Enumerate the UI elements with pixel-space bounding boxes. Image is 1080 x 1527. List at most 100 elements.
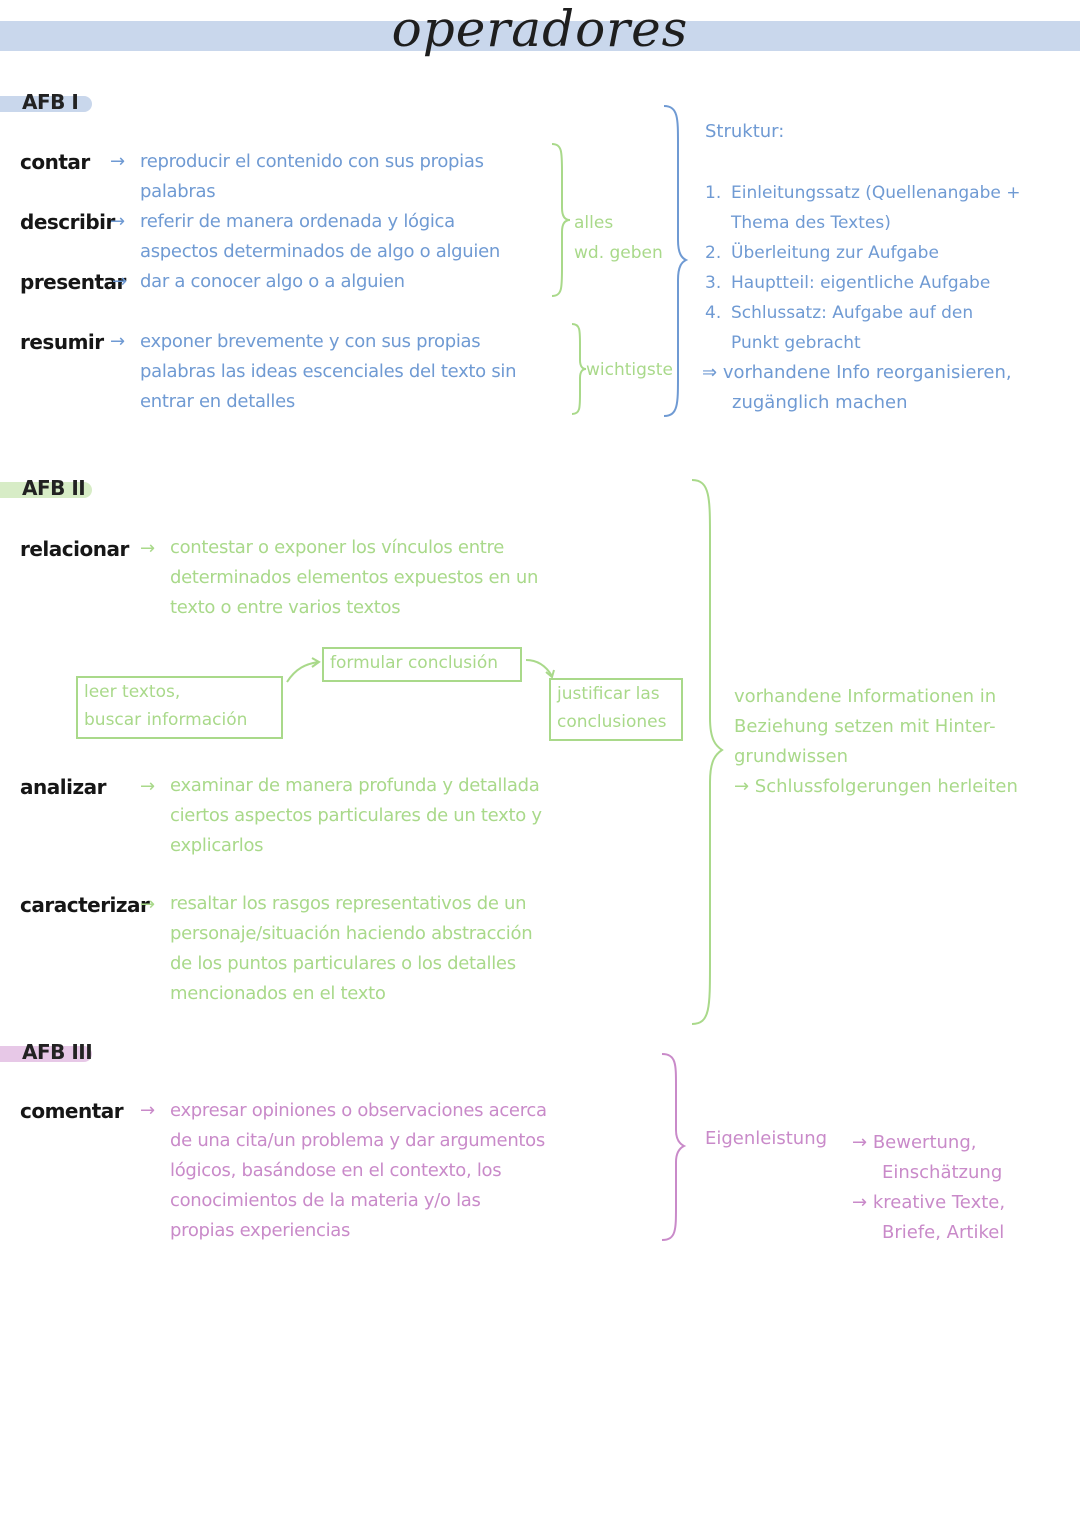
page-title: operadores (391, 0, 689, 58)
afb2-note: vorhandene Informationen in Beziehung se… (734, 682, 1018, 802)
note-line: grundwissen (734, 746, 849, 767)
conclusion-line: ⇒ vorhandene Info reorganisieren, (702, 358, 1012, 388)
brace-green-afb2 (691, 479, 724, 1025)
note-item: → Bewertung, (852, 1128, 1005, 1158)
desc-line: propias experiencias (170, 1220, 351, 1241)
desc-relacionar: contestar o exponer los vínculos entre d… (170, 533, 538, 623)
desc-line: ciertos aspectos particulares de un text… (170, 805, 542, 826)
desc-line: dar a conocer algo o a alguien (140, 271, 405, 292)
arrow-icon: → (852, 1132, 868, 1153)
brace-green-afb1 (551, 143, 571, 297)
term-analizar: analizar (20, 775, 106, 799)
brace-green-resumir (571, 323, 587, 415)
arrow-presentar: → (112, 271, 128, 292)
desc-line: determinados elementos expuestos en un (170, 567, 539, 588)
struktur-item: Punkt gebracht (705, 328, 1021, 358)
term-describir: describir (20, 210, 115, 234)
struktur-item: 4. Schlussatz: Aufgabe auf den (705, 298, 1021, 328)
struktur-num: 4. (705, 303, 722, 323)
note-text: Bewertung, (872, 1132, 977, 1153)
note-text: Briefe, Artikel (882, 1222, 1005, 1243)
desc-caracterizar: resaltar los rasgos representativos de u… (170, 889, 533, 1009)
note-result: → Schlussfolgerungen herleiten (734, 776, 1018, 797)
desc-line: palabras (140, 181, 216, 202)
box-line: buscar información (84, 710, 248, 730)
desc-line: contestar o exponer los vínculos entre (170, 537, 505, 558)
term-presentar: presentar (20, 270, 126, 294)
struktur-item: 1. Einleitungssatz (Quellenangabe + (705, 178, 1021, 208)
struktur-text: Thema des Textes) (731, 213, 891, 233)
desc-line: resaltar los rasgos representativos de u… (170, 893, 527, 914)
desc-line: palabras las ideas escenciales del texto… (140, 361, 517, 382)
desc-line: exponer brevemente y con sus propias (140, 331, 481, 352)
afb2-tab (0, 482, 92, 498)
note-item: → kreative Texte, (852, 1188, 1005, 1218)
double-arrow-icon: ⇒ (702, 362, 718, 383)
struktur-num: 2. (705, 243, 722, 263)
desc-line: texto o entre varios textos (170, 597, 401, 618)
arrow-relacionar: → (140, 538, 156, 559)
flow-box-leer: leer textos, buscar información (76, 676, 283, 739)
term-contar: contar (20, 150, 90, 174)
desc-line: explicarlos (170, 835, 264, 856)
struktur-num: 1. (705, 183, 722, 203)
box-line: conclusiones (557, 712, 667, 732)
desc-line: entrar en detalles (140, 391, 295, 412)
box-line: justificar las (557, 684, 660, 704)
term-caracterizar: caracterizar (20, 893, 150, 917)
title-band (0, 21, 1080, 51)
struktur-item: Thema des Textes) (705, 208, 1021, 238)
flow-box-formular: formular conclusión (322, 647, 522, 682)
desc-line: de los puntos particulares o los detalle… (170, 953, 516, 974)
desc-contar: reproducir el contenido con sus propias … (140, 147, 484, 207)
desc-line: examinar de manera profunda y detallada (170, 775, 540, 796)
struktur-list: 1. Einleitungssatz (Quellenangabe + Thema… (705, 178, 1021, 358)
afb3-tab (0, 1046, 92, 1062)
arrow-analizar: → (140, 776, 156, 797)
desc-line: reproducir el contenido con sus propias (140, 151, 484, 172)
conclusion-text: vorhandene Info reorganisieren, (722, 362, 1012, 383)
afb3-label: AFB III (22, 1040, 93, 1064)
desc-line: de una cita/un problema y dar argumentos (170, 1130, 545, 1151)
struktur-item: 3. Hauptteil: eigentliche Aufgabe (705, 268, 1021, 298)
desc-resumir: exponer brevemente y con sus propias pal… (140, 327, 517, 417)
flow-box-justificar: justificar las conclusiones (549, 678, 683, 741)
desc-line: referir de manera ordenada y lógica (140, 211, 455, 232)
afb3-note-label: Eigenleistung (705, 1128, 828, 1149)
struktur-conclusion: ⇒ vorhandene Info reorganisieren, zugäng… (702, 358, 1012, 418)
desc-line: mencionados en el texto (170, 983, 386, 1004)
struktur-num: 3. (705, 273, 722, 293)
arrow-icon: → (852, 1192, 868, 1213)
struktur-text: Hauptteil: eigentliche Aufgabe (731, 273, 991, 293)
arrow-describir: → (110, 211, 126, 232)
struktur-text: Punkt gebracht (731, 333, 861, 353)
note-line: Beziehung setzen mit Hinter- (734, 716, 996, 737)
arrow-caracterizar: → (140, 894, 156, 915)
struktur-text: Überleitung zur Aufgabe (731, 243, 939, 263)
brace-note-alles: alles wd. geben (574, 208, 663, 268)
struktur-heading: Struktur: (705, 121, 785, 142)
note-text: Einschätzung (882, 1162, 1003, 1183)
term-resumir: resumir (20, 330, 104, 354)
arrow-contar: → (110, 151, 126, 172)
struktur-text: Schlussatz: Aufgabe auf den (731, 303, 974, 323)
desc-analizar: examinar de manera profunda y detallada … (170, 771, 542, 861)
note-text: kreative Texte, (872, 1192, 1006, 1213)
conclusion-text: zugänglich machen (732, 392, 908, 413)
desc-comentar: expresar opiniones o observaciones acerc… (170, 1096, 547, 1246)
brace-note-wichtigste: wichtigste (586, 360, 673, 380)
term-comentar: comentar (20, 1099, 124, 1123)
desc-line: aspectos determinados de algo o alguien (140, 241, 500, 262)
brace-pink-afb3 (661, 1053, 687, 1241)
desc-describir: referir de manera ordenada y lógica aspe… (140, 207, 500, 267)
brace-blue-afb1 (663, 105, 689, 417)
note-line: vorhandene Informationen in (734, 686, 997, 707)
note-line: alles (574, 213, 614, 233)
arrow-resumir: → (110, 331, 126, 352)
desc-line: conocimientos de la materia y/o las (170, 1190, 481, 1211)
afb1-tab (0, 96, 92, 112)
struktur-item: 2. Überleitung zur Aufgabe (705, 238, 1021, 268)
desc-line: expresar opiniones o observaciones acerc… (170, 1100, 547, 1121)
struktur-text: Einleitungssatz (Quellenangabe + (731, 183, 1021, 203)
desc-presentar: dar a conocer algo o a alguien (140, 267, 405, 297)
